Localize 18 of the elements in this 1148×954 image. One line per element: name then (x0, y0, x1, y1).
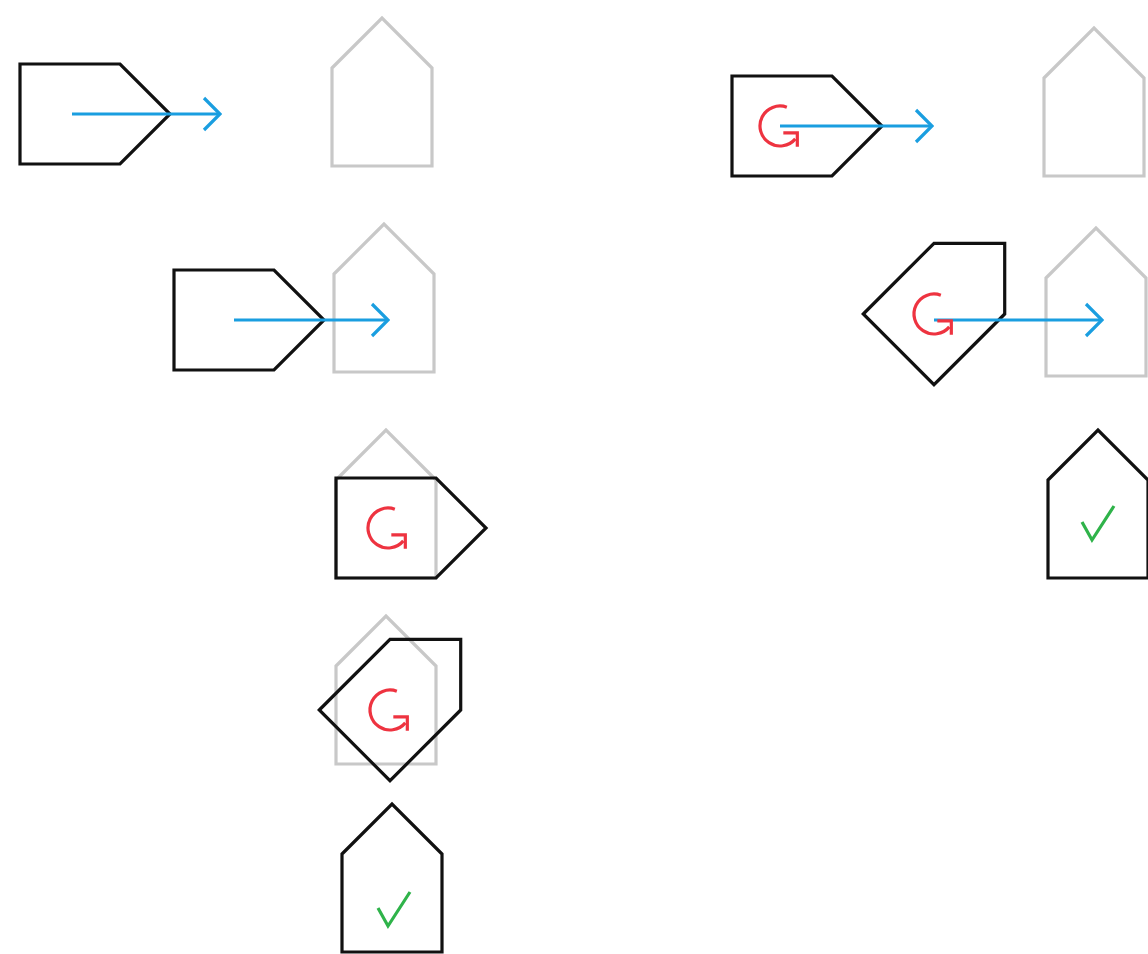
arrow (72, 96, 222, 132)
house-outline (332, 221, 436, 374)
arrow (934, 302, 1104, 338)
pentagon-shape (861, 241, 1007, 387)
arrow (780, 108, 934, 144)
pentagon-shape (317, 637, 463, 783)
arrow (234, 302, 390, 338)
pentagon-shape (172, 268, 327, 372)
house-outline (334, 427, 438, 580)
house-outline (334, 613, 438, 766)
house-outline (330, 15, 434, 168)
house-outline (1044, 225, 1148, 378)
pentagon-shape (334, 476, 489, 580)
house-shape (1046, 427, 1148, 580)
pentagon-shape (730, 74, 885, 178)
house-outline (1042, 25, 1146, 178)
house-shape (340, 801, 444, 954)
pentagon-shape (18, 62, 173, 166)
